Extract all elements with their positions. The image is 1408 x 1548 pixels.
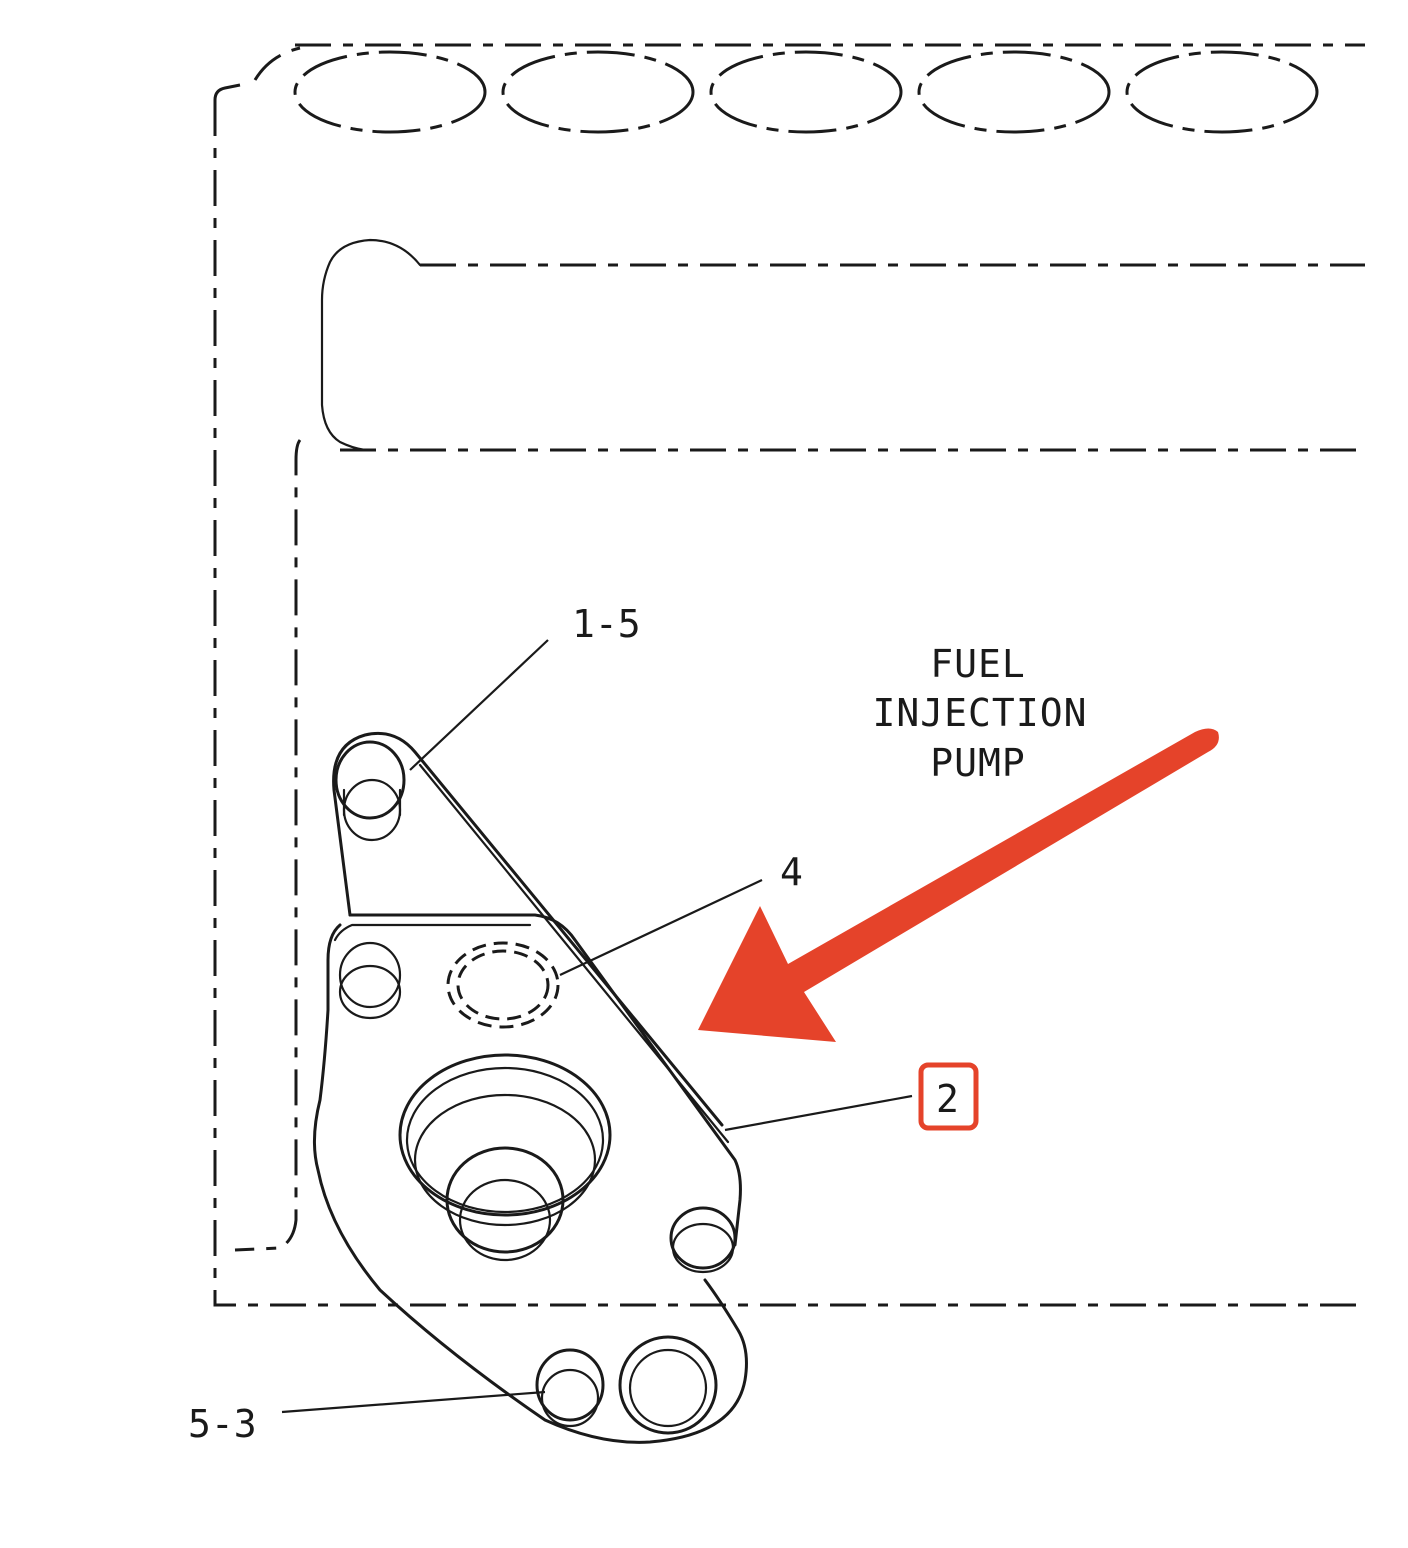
- callout-2: 2: [936, 1077, 959, 1121]
- red-arrow-icon: [698, 728, 1219, 1042]
- callout-4: 4: [780, 850, 803, 894]
- title-line-fuel: FUEL: [930, 642, 1026, 686]
- callout-1-5: 1-5: [572, 602, 641, 646]
- pump-body-outline: [234, 238, 1365, 1252]
- title-line-injection: INJECTION: [873, 691, 1088, 735]
- leader-4: [559, 879, 763, 976]
- bracket-part-2: [312, 731, 748, 1444]
- title-block: FUEL INJECTION PUMP: [873, 642, 1088, 785]
- highlighted-callout-2: 2: [918, 1062, 979, 1131]
- leader-1-5: [409, 639, 549, 771]
- callout-5-3: 5-3: [188, 1402, 257, 1446]
- highlight-box: [918, 1062, 979, 1131]
- leader-2: [724, 1094, 913, 1132]
- annotation-arrow: [698, 728, 1219, 1042]
- engine-block-outline: [213, 43, 1365, 1307]
- title-line-pump: PUMP: [930, 741, 1026, 785]
- leader-5-3: [281, 1390, 546, 1414]
- leader-lines: [281, 639, 913, 1414]
- cylinder-ovals: [293, 50, 1319, 134]
